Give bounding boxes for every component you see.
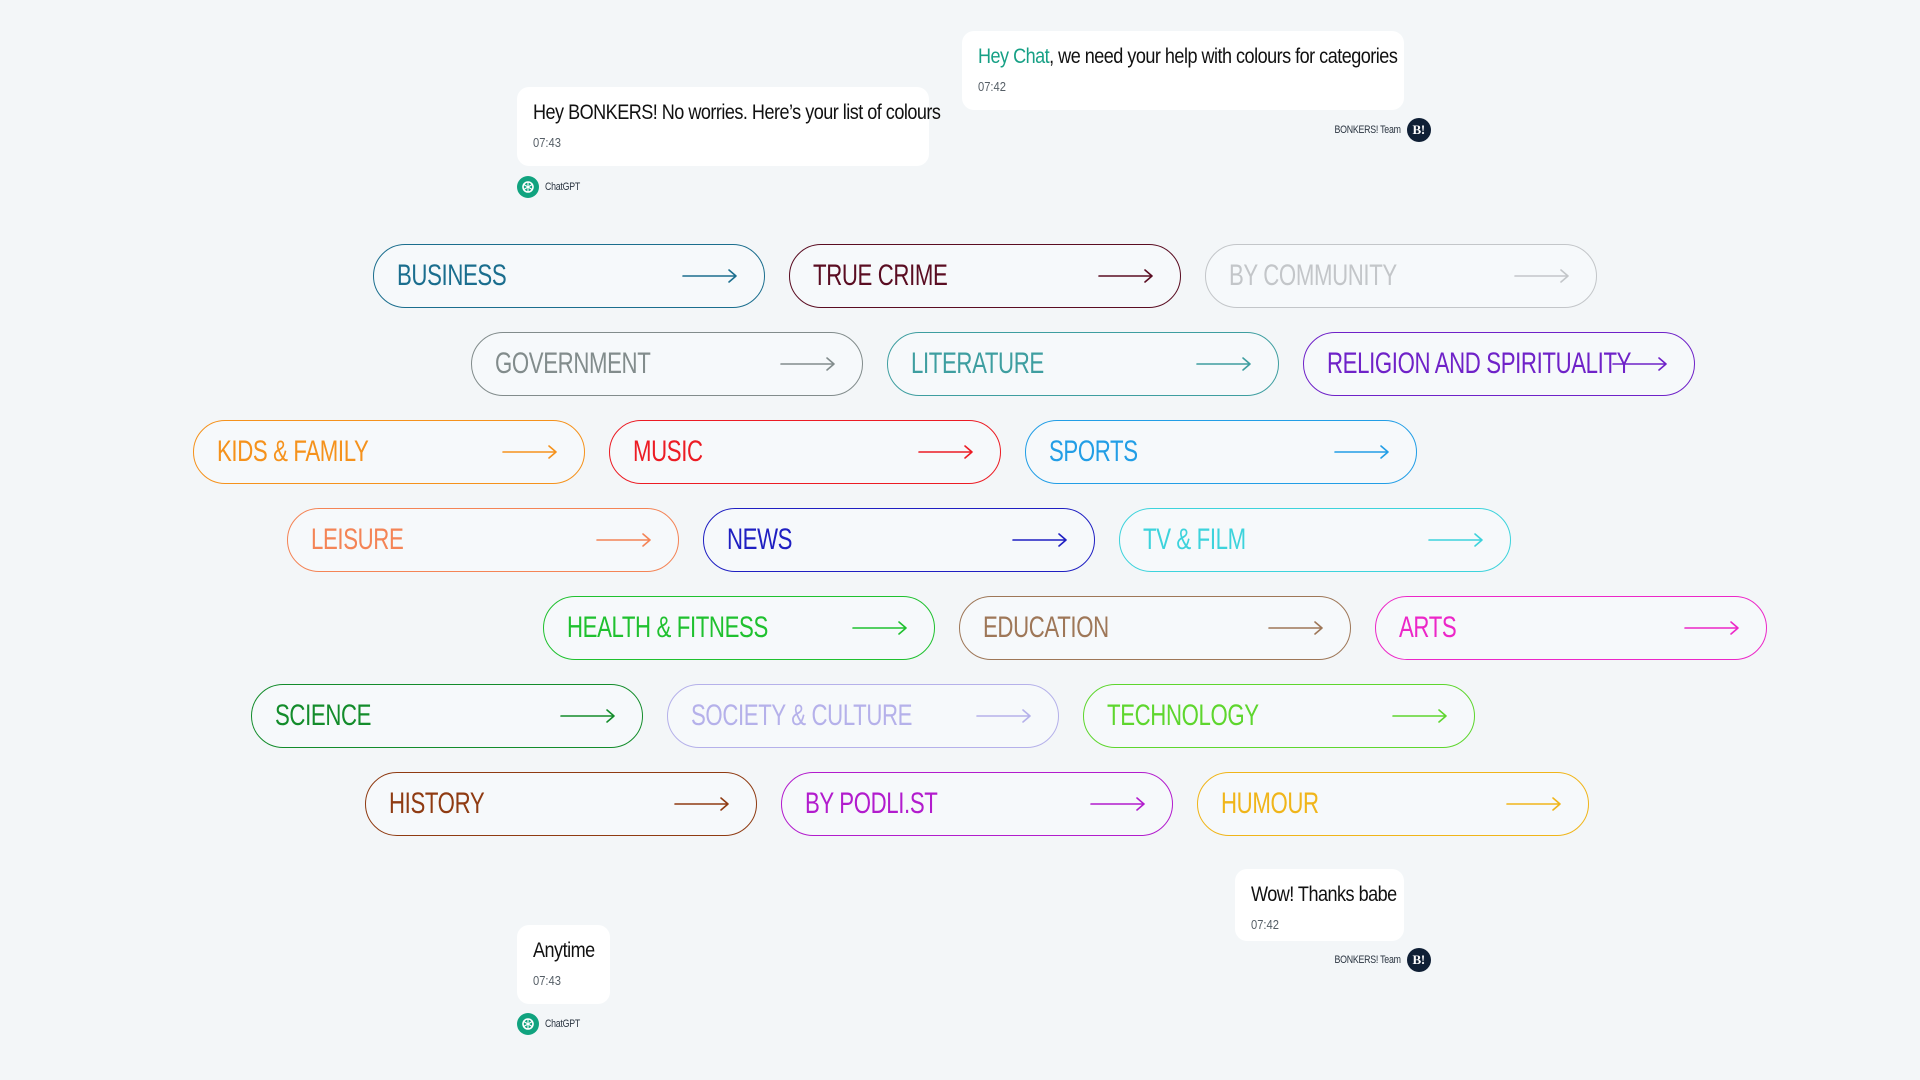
category-pill[interactable]: RELIGION AND SPIRITUALITY (1303, 332, 1695, 396)
bonkers-logo-icon: B! (1406, 118, 1431, 142)
sender-team-1: BONKERS! Team B! (1318, 118, 1431, 142)
category-label: GOVERNMENT (495, 347, 651, 380)
category-label: HUMOUR (1221, 787, 1319, 820)
bonkers-logo-icon: B! (1406, 948, 1431, 972)
arrow-right-icon (1428, 533, 1483, 547)
arrow-right-icon (1098, 269, 1153, 283)
category-pill[interactable]: TRUE CRIME (789, 244, 1181, 308)
category-pill[interactable]: BUSINESS (373, 244, 765, 308)
chat-bubble-gpt-1: Hey BONKERS! No worries. Here’s your lis… (517, 87, 941, 166)
category-pill[interactable]: KIDS & FAMILY (193, 420, 585, 484)
category-label: KIDS & FAMILY (217, 435, 369, 468)
category-pill[interactable]: HEALTH & FITNESS (543, 596, 935, 660)
category-pill[interactable]: LITERATURE (887, 332, 1279, 396)
category-label: HEALTH & FITNESS (567, 611, 768, 644)
sender-name: BONKERS! Team (1334, 124, 1401, 136)
chat-message-text: Wow! Thanks babe (1251, 883, 1397, 906)
chat-timestamp: 07:42 (1251, 917, 1279, 932)
arrow-right-icon (1612, 357, 1667, 371)
category-label: TRUE CRIME (813, 259, 948, 292)
category-pill[interactable]: ARTS (1375, 596, 1767, 660)
category-label: LITERATURE (911, 347, 1044, 380)
category-pill[interactable]: BY PODLI.ST (781, 772, 1173, 836)
category-pill[interactable]: EDUCATION (959, 596, 1351, 660)
chat-bubble-team-2: Wow! Thanks babe 07:42 (1235, 869, 1404, 941)
category-label: RELIGION AND SPIRITUALITY (1327, 347, 1632, 380)
chat-bubble-team-1: Hey Chat, we need your help with colours… (962, 31, 1404, 110)
category-label: BY COMMUNITY (1229, 259, 1397, 292)
category-label: SOCIETY & CULTURE (691, 699, 913, 732)
category-pill[interactable]: SCIENCE (251, 684, 643, 748)
category-pill[interactable]: HUMOUR (1197, 772, 1589, 836)
chat-bubble-gpt-2: Anytime 07:43 (517, 925, 610, 1004)
arrow-right-icon (852, 621, 907, 635)
arrow-right-icon (1684, 621, 1739, 635)
category-label: HISTORY (389, 787, 485, 820)
arrow-right-icon (780, 357, 835, 371)
arrow-right-icon (918, 445, 973, 459)
chat-message-text: Anytime (533, 939, 595, 962)
arrow-right-icon (976, 709, 1031, 723)
arrow-right-icon (1012, 533, 1067, 547)
chat-message-text: Hey BONKERS! No worries. Here’s your lis… (533, 101, 941, 124)
chat-message-text: Hey Chat, we need your help with colours… (978, 45, 1398, 68)
category-label: BY PODLI.ST (805, 787, 938, 820)
arrow-right-icon (674, 797, 729, 811)
category-pill[interactable]: TV & FILM (1119, 508, 1511, 572)
category-pill[interactable]: SOCIETY & CULTURE (667, 684, 1059, 748)
category-label: MUSIC (633, 435, 703, 468)
category-label: TECHNOLOGY (1107, 699, 1259, 732)
category-label: NEWS (727, 523, 793, 556)
category-label: ARTS (1399, 611, 1457, 644)
arrow-right-icon (1334, 445, 1389, 459)
category-label: EDUCATION (983, 611, 1109, 644)
chatgpt-logo-icon (517, 176, 539, 198)
arrow-right-icon (1196, 357, 1251, 371)
sender-gpt-1: ChatGPT (517, 176, 589, 198)
sender-name: ChatGPT (545, 1018, 580, 1030)
arrow-right-icon (502, 445, 557, 459)
arrow-right-icon (1506, 797, 1561, 811)
category-label: LEISURE (311, 523, 404, 556)
chat-highlight: Hey Chat (978, 45, 1050, 68)
category-pill[interactable]: NEWS (703, 508, 1095, 572)
category-pill[interactable]: GOVERNMENT (471, 332, 863, 396)
category-pill[interactable]: BY COMMUNITY (1205, 244, 1597, 308)
arrow-right-icon (1090, 797, 1145, 811)
category-pill[interactable]: MUSIC (609, 420, 1001, 484)
chatgpt-logo-icon (517, 1013, 539, 1035)
category-pill[interactable]: LEISURE (287, 508, 679, 572)
chat-timestamp: 07:43 (533, 973, 561, 988)
sender-team-2: BONKERS! Team B! (1318, 948, 1431, 972)
category-pill[interactable]: HISTORY (365, 772, 757, 836)
arrow-right-icon (1392, 709, 1447, 723)
arrow-right-icon (596, 533, 651, 547)
chat-timestamp: 07:43 (533, 135, 561, 150)
category-pill[interactable]: TECHNOLOGY (1083, 684, 1475, 748)
category-label: SCIENCE (275, 699, 372, 732)
category-pill[interactable]: SPORTS (1025, 420, 1417, 484)
category-label: BUSINESS (397, 259, 507, 292)
sender-gpt-2: ChatGPT (517, 1013, 589, 1035)
arrow-right-icon (1268, 621, 1323, 635)
chat-timestamp: 07:42 (978, 79, 1006, 94)
arrow-right-icon (682, 269, 737, 283)
sender-name: ChatGPT (545, 181, 580, 193)
category-label: TV & FILM (1143, 523, 1246, 556)
arrow-right-icon (560, 709, 615, 723)
category-label: SPORTS (1049, 435, 1138, 468)
sender-name: BONKERS! Team (1334, 954, 1401, 966)
arrow-right-icon (1514, 269, 1569, 283)
